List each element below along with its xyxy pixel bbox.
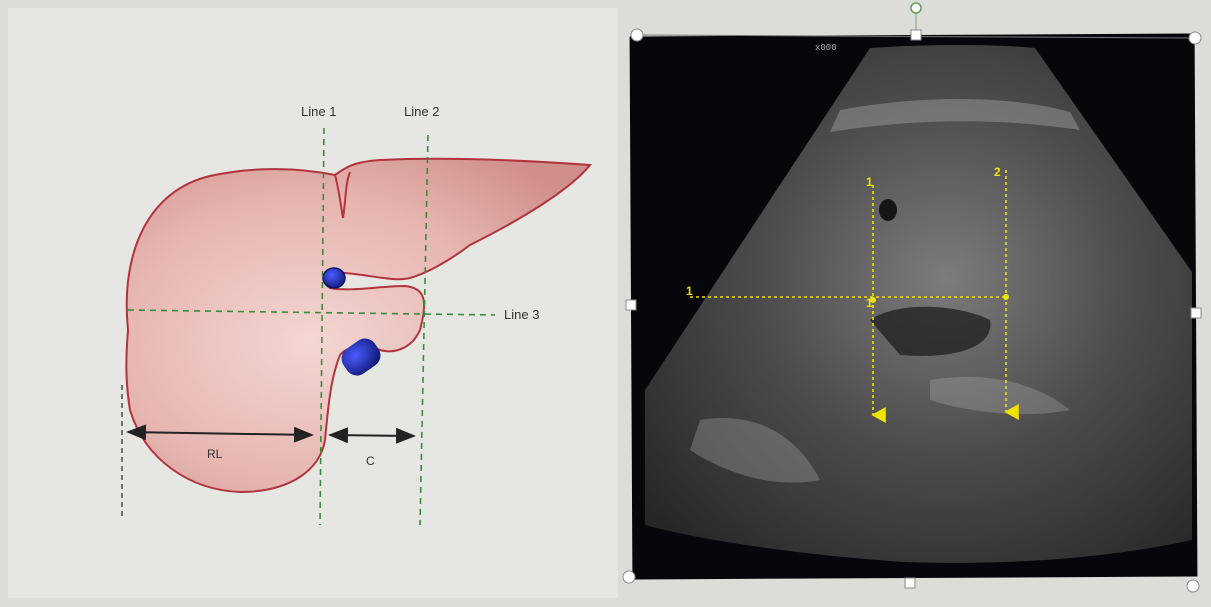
- caliper-point-right: [1003, 294, 1009, 300]
- ultrasound-image[interactable]: x000 1 2 1 1: [630, 34, 1198, 580]
- resize-handle-bottom-right[interactable]: [1187, 580, 1199, 592]
- ultrasound-depth-text: x000: [815, 43, 837, 53]
- line-3-label: Line 3: [504, 307, 539, 322]
- resize-handle-bottom-middle[interactable]: [905, 578, 915, 588]
- resize-handle-middle-left[interactable]: [626, 300, 636, 310]
- svg-text:1: 1: [686, 284, 693, 298]
- c-label: C: [366, 454, 375, 468]
- resize-handle-top-right[interactable]: [1189, 32, 1201, 44]
- caliper-marker-1-left: 1: [686, 284, 693, 298]
- ultrasound-dark-spot: [879, 199, 897, 221]
- resize-handle-bottom-left[interactable]: [623, 571, 635, 583]
- resize-handle-top-middle[interactable]: [911, 30, 921, 40]
- rotate-handle[interactable]: [911, 3, 921, 13]
- line-2-label: Line 2: [404, 104, 439, 119]
- resize-handle-middle-right[interactable]: [1191, 308, 1201, 318]
- portal-vein-vessel: [323, 268, 345, 288]
- liver-diagram: Line 1 Line 2 Line 3 RL C: [8, 8, 618, 598]
- resize-handle-top-left[interactable]: [631, 29, 643, 41]
- svg-text:1: 1: [866, 175, 873, 189]
- line-1-label: Line 1: [301, 104, 336, 119]
- caliper-marker-1-top: 1: [866, 175, 873, 189]
- caliper-point-center: [870, 297, 876, 303]
- c-measure-arrow: [330, 435, 414, 436]
- caliper-marker-2-top: 2: [994, 165, 1001, 179]
- svg-text:2: 2: [994, 165, 1001, 179]
- rl-label: RL: [207, 447, 223, 461]
